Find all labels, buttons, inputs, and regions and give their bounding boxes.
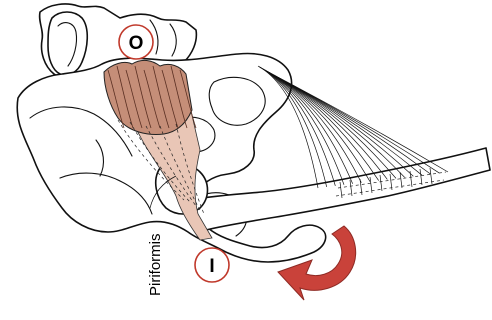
origin-marker: O (119, 25, 153, 59)
insertion-marker: I (195, 248, 229, 282)
insertion-marker-label: I (209, 256, 214, 277)
origin-marker-label: O (129, 33, 144, 54)
piriformis-label: Piriformis (147, 234, 164, 297)
